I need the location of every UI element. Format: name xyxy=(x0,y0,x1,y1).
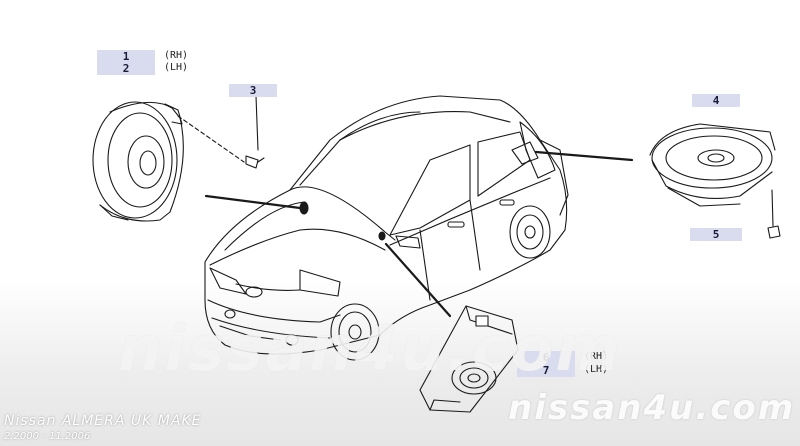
tweeter-speaker xyxy=(419,305,519,413)
background-gradient xyxy=(0,280,800,446)
leader-rear-speaker xyxy=(534,150,634,162)
front-door-speaker xyxy=(92,101,184,222)
side-label-lh: (LH) xyxy=(164,62,189,73)
front-speaker-screw xyxy=(245,95,265,169)
leader-tweeter xyxy=(384,242,452,318)
screw-leader-dashed xyxy=(177,115,245,163)
callout-part-2[interactable]: 2 xyxy=(97,62,155,75)
watermark-small: nissan4u.com xyxy=(508,388,796,428)
callout-part-7[interactable]: 7 xyxy=(517,364,575,377)
side-label-rh-tweeter: (RH) xyxy=(584,351,609,362)
callout-part-3[interactable]: 3 xyxy=(229,84,277,97)
rear-speaker-screw xyxy=(767,189,781,239)
vehicle-model-label: Nissan ALMERA UK MAKE xyxy=(4,413,202,429)
callout-part-6[interactable]: 6 xyxy=(517,351,575,364)
callout-part-5[interactable]: 5 xyxy=(690,228,742,241)
callout-part-4[interactable]: 4 xyxy=(692,94,740,107)
side-label-lh-tweeter: (LH) xyxy=(584,364,609,375)
side-label-rh: (RH) xyxy=(164,50,189,61)
production-dates-label: 2.2000 - 11.2006 xyxy=(4,431,91,442)
rear-oval-speaker xyxy=(649,123,776,207)
leader-front-speaker xyxy=(204,194,302,210)
hatchback-car xyxy=(204,95,569,361)
callout-part-1[interactable]: 1 xyxy=(97,50,155,63)
watermark-large: nissan4u.com xyxy=(118,312,622,385)
